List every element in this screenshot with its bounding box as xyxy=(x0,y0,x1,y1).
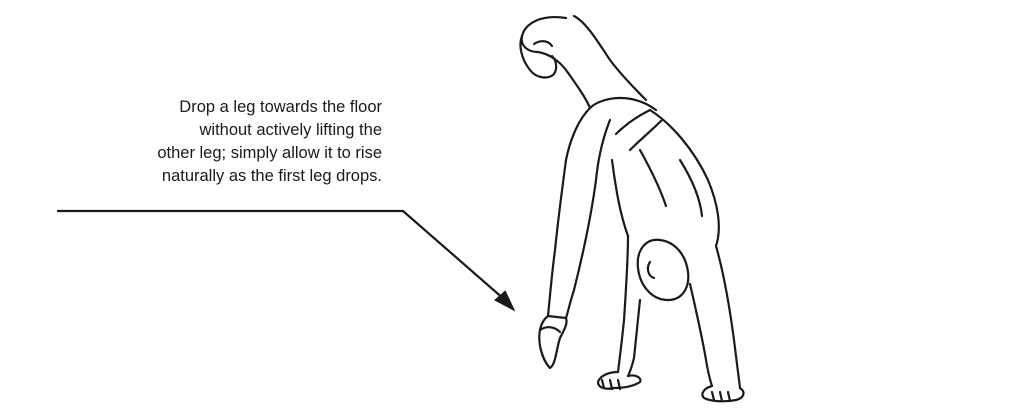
dropping-foot-heel xyxy=(538,326,562,334)
caption-line-4: naturally as the first leg drops. xyxy=(161,167,382,185)
leg-strap xyxy=(614,108,664,152)
torso xyxy=(610,108,720,248)
pointer-line xyxy=(57,209,506,301)
left-hand xyxy=(596,370,642,390)
right-hand xyxy=(701,384,745,403)
left-fingers xyxy=(600,378,622,391)
raised-foot-detail xyxy=(532,40,554,48)
hip-outline xyxy=(588,96,658,112)
raised-foot xyxy=(519,34,558,79)
figure xyxy=(519,14,745,403)
raised-leg xyxy=(520,14,648,110)
caption-line-1: Drop a leg towards the floor xyxy=(179,98,382,116)
ear xyxy=(646,260,656,280)
caption-line-2: without actively lifting the xyxy=(199,121,382,139)
right-arm xyxy=(688,244,742,390)
torso-back-detail xyxy=(638,148,704,218)
dropping-foot xyxy=(538,314,568,370)
left-arm xyxy=(616,234,642,378)
caption-line-3: other leg; simply allow it to rise xyxy=(157,144,382,162)
right-fingers xyxy=(710,390,732,403)
dropping-leg xyxy=(546,106,612,320)
pointer-arrow xyxy=(57,209,516,312)
head xyxy=(636,238,690,302)
instruction-caption: Drop a leg towards the floor without act… xyxy=(80,96,382,188)
arrow-head xyxy=(494,290,516,312)
